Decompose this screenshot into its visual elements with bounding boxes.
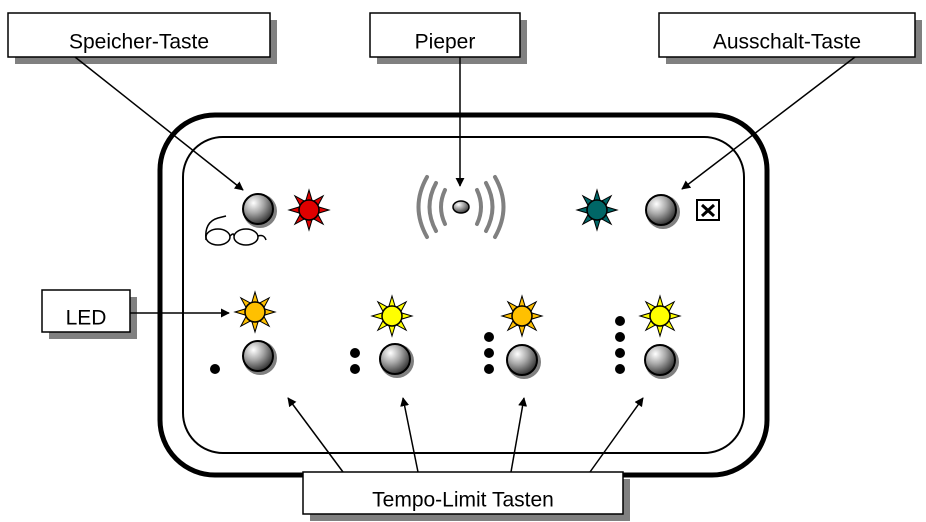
label-memory-key-text: Speicher-Taste: [69, 31, 209, 54]
led-light: [586, 199, 608, 221]
tempo-key-1: [210, 290, 277, 375]
arrow-tempo-key-2: [400, 397, 419, 473]
led-light: [649, 305, 671, 327]
off-led: [575, 188, 619, 232]
x-box-icon: [696, 199, 720, 221]
level-dot: [350, 364, 360, 374]
led-light: [298, 199, 320, 221]
level-dot: [615, 348, 625, 358]
led-rays: [287, 188, 331, 232]
sound-waves-icon: [416, 175, 506, 239]
level-dot: [484, 364, 494, 374]
tempo-level-dots-4: [615, 316, 625, 374]
tempo-key-button-3[interactable]: [506, 344, 541, 379]
arrow-tempo-key-3: [510, 397, 528, 473]
arrow-tempo-key-1: [287, 397, 344, 473]
tempo-led-3: [500, 294, 544, 338]
tempo-key-button-2[interactable]: [379, 343, 414, 378]
tempo-led-2: [370, 294, 414, 338]
led-light: [381, 305, 403, 327]
label-off-key-text: Ausschalt-Taste: [713, 31, 861, 54]
label-tempo-limit-keys: Tempo-Limit Tasten: [302, 471, 630, 521]
tempo-key-button-1[interactable]: [242, 340, 277, 375]
level-dot: [615, 316, 625, 326]
level-dot: [210, 364, 220, 374]
label-beeper: Pieper: [369, 12, 527, 64]
tempo-level-dots-3: [484, 332, 494, 374]
tempo-key-3: [484, 294, 544, 379]
beeper-hole: [452, 200, 470, 214]
memory-key-button[interactable]: [242, 193, 277, 228]
led-light: [511, 305, 533, 327]
level-dot: [350, 348, 360, 358]
arrow-off-key: [681, 56, 856, 190]
arrow-memory-key: [74, 56, 244, 191]
tempo-led-1: [233, 290, 277, 334]
off-key-button[interactable]: [645, 194, 680, 229]
tempo-key-button-4[interactable]: [644, 344, 679, 379]
label-memory-key: Speicher-Taste: [7, 12, 277, 64]
level-dot: [615, 364, 625, 374]
level-dot: [615, 332, 625, 342]
tempo-level-dots-1: [210, 364, 220, 374]
label-tempo-limit-keys-text: Tempo-Limit Tasten: [372, 489, 554, 512]
led-rays: [500, 294, 544, 338]
glasses-icon: [205, 215, 267, 246]
arrow-tempo-key-4: [589, 397, 644, 473]
label-off-key: Ausschalt-Taste: [658, 12, 922, 64]
led-light: [244, 301, 266, 323]
level-dot: [484, 332, 494, 342]
tempo-key-2: [350, 294, 414, 378]
label-led: LED: [41, 289, 137, 339]
device-housing: [157, 112, 770, 478]
tempo-limit-keys: [210, 290, 682, 379]
tempo-key-4: [615, 294, 682, 379]
tempo-level-dots-2: [350, 348, 360, 374]
label-beeper-text: Pieper: [415, 31, 476, 54]
label-led-text: LED: [66, 307, 107, 330]
memory-led: [287, 188, 331, 232]
tempo-led-4: [638, 294, 682, 338]
pointer-lines: [74, 56, 856, 473]
level-dot: [484, 348, 494, 358]
